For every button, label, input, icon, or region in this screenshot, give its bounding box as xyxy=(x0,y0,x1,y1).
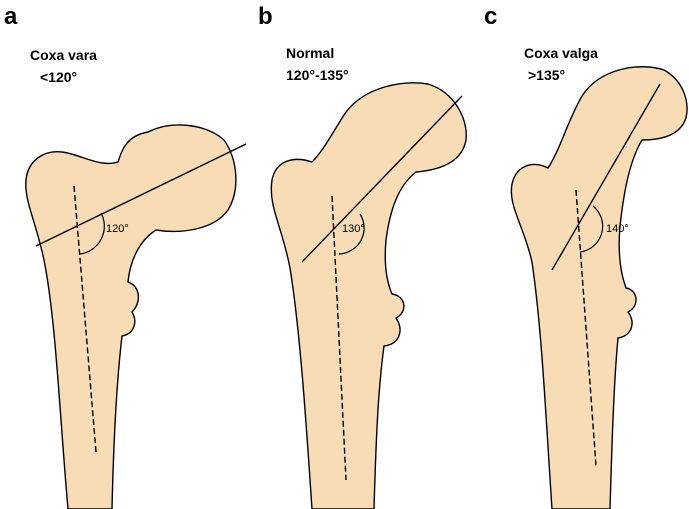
angle-label-a: 120° xyxy=(106,223,129,235)
panel-b-range: 120°-135° xyxy=(286,67,349,83)
panel-a-range: <120° xyxy=(40,69,77,85)
panel-a-title: Coxa vara xyxy=(30,47,97,63)
femur-outline-b xyxy=(271,83,466,509)
angle-label-c: 140° xyxy=(606,223,629,235)
panel-letter-a: a xyxy=(4,3,18,30)
angle-label-b: 130° xyxy=(342,223,365,235)
panel-b: b Normal 120°-135° 130° xyxy=(258,3,466,509)
panel-c-range: >135° xyxy=(528,67,565,83)
femur-outline-a xyxy=(26,125,236,509)
panel-a: a Coxa vara <120° 120° xyxy=(4,3,246,509)
panel-c: c Coxa valga >135° 140° xyxy=(484,3,687,509)
panel-letter-b: b xyxy=(258,3,273,30)
panel-b-title: Normal xyxy=(286,45,334,61)
panel-c-title: Coxa valga xyxy=(524,45,598,61)
femur-outline-c xyxy=(511,67,687,509)
panel-letter-c: c xyxy=(484,3,497,30)
